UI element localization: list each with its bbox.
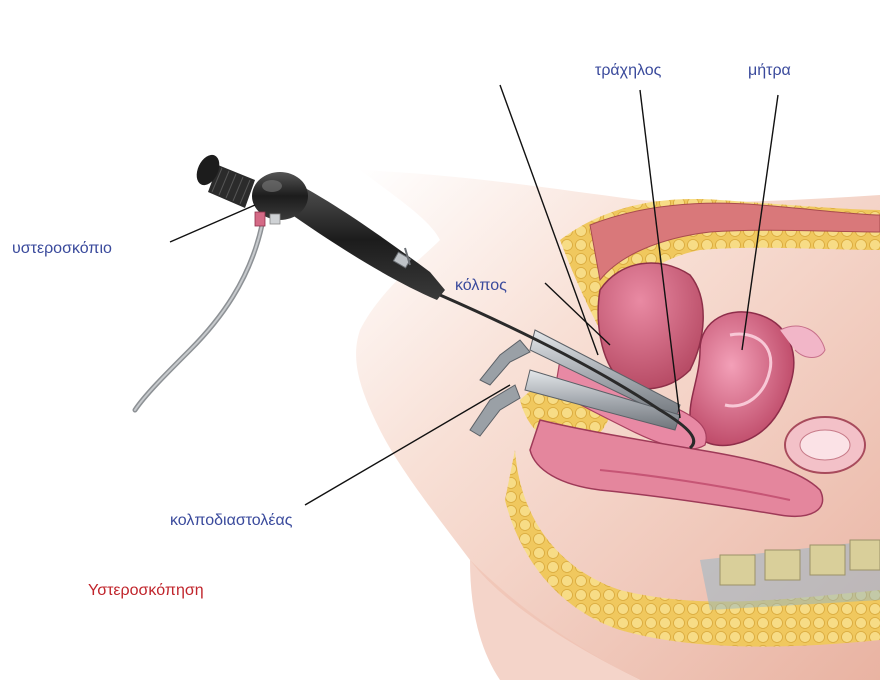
spine xyxy=(700,539,880,610)
leader-top-left xyxy=(499,84,599,356)
label-cervix: τράχηλος xyxy=(595,62,662,79)
leader-vagina xyxy=(544,282,611,346)
rectum xyxy=(529,419,824,517)
leader-speculum xyxy=(304,384,511,506)
label-speculum: κολποδιαστολέας xyxy=(170,512,293,529)
uterus xyxy=(689,311,826,447)
leader-cervix xyxy=(639,89,681,419)
label-uterus: μήτρα xyxy=(748,62,791,79)
bladder xyxy=(597,262,704,390)
leader-hysteroscope xyxy=(169,204,256,243)
leader-lines xyxy=(169,84,779,506)
hysteroscope xyxy=(196,154,696,450)
hysteroscope-cable xyxy=(132,222,265,413)
caption: Υστεροσκόπηση xyxy=(88,582,204,599)
label-vagina: κόλπος xyxy=(455,277,507,294)
label-hysteroscope: υστεροσκόπιο xyxy=(12,240,112,257)
bowel-loop xyxy=(784,416,866,474)
leader-uterus xyxy=(741,94,779,351)
